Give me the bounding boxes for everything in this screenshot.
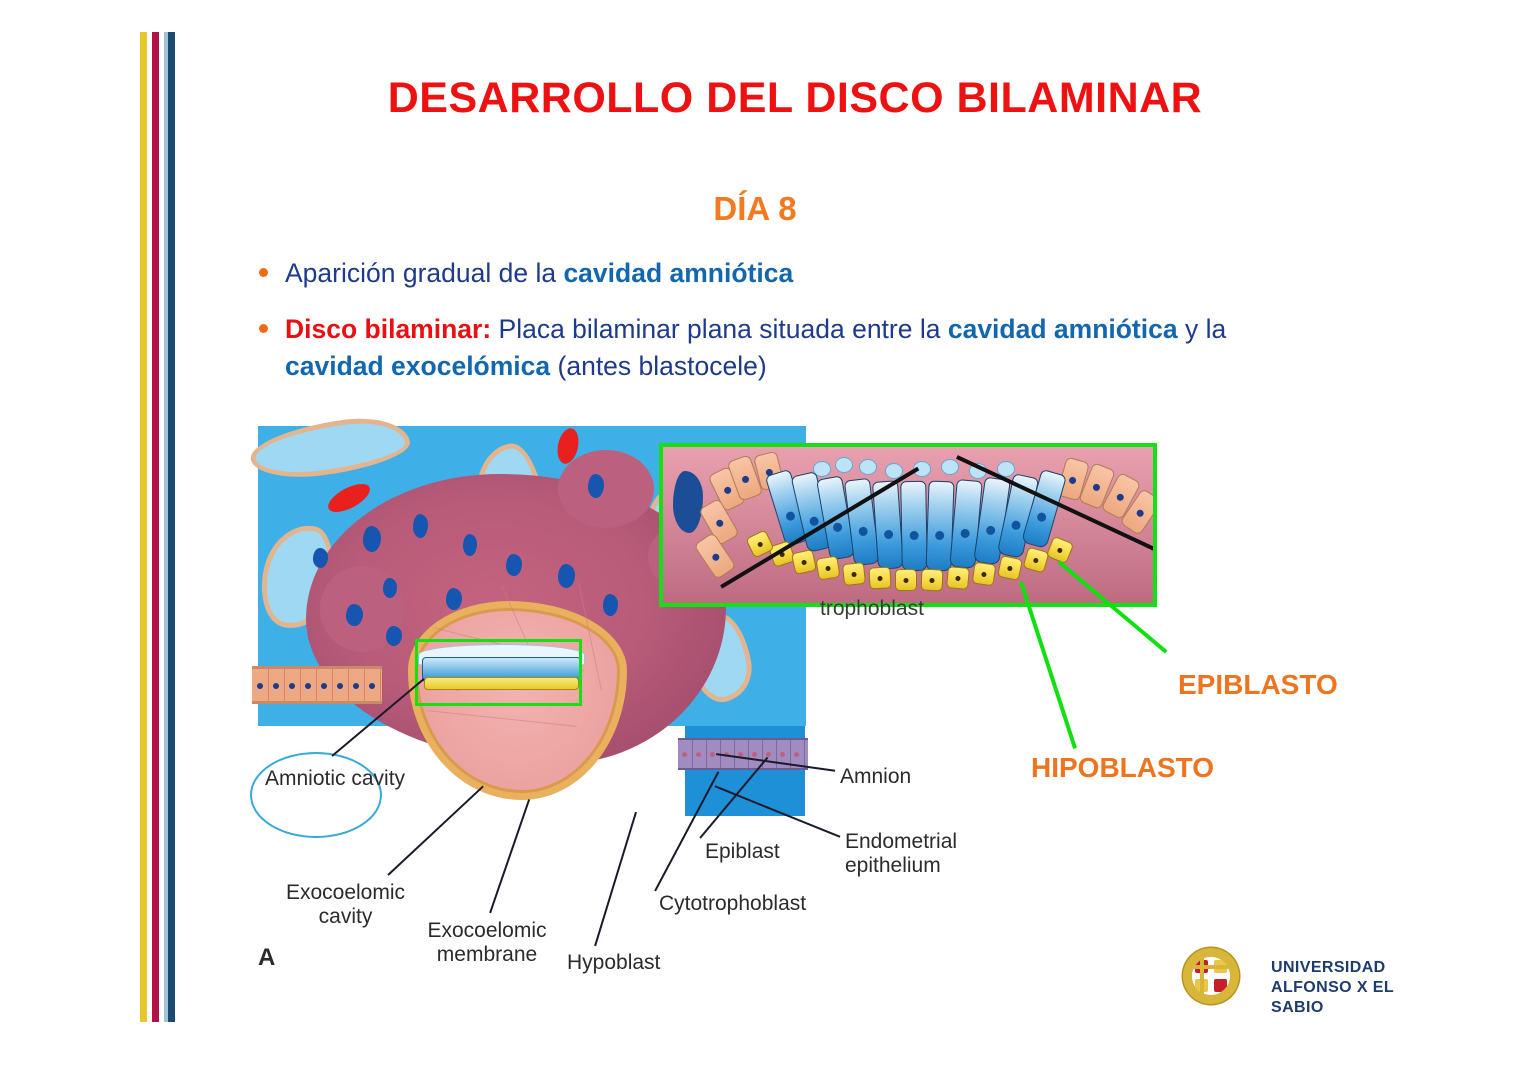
bullet-2-part-1: Placa bilaminar plana situada entre la bbox=[491, 313, 948, 344]
bullet-dot-icon bbox=[259, 268, 268, 277]
stripe-crimson bbox=[152, 32, 159, 1022]
decorative-side-stripes bbox=[140, 32, 180, 1022]
university-logo: UNIVERSIDAD ALFONSO X EL SABIO bbox=[1183, 948, 1423, 1016]
amnion-epithelium-row bbox=[678, 738, 808, 770]
figure-label-trophoblast-partial: trophoblast bbox=[820, 597, 924, 619]
label-hipoblasto: HIPOBLASTO bbox=[1031, 752, 1215, 783]
magnified-bilaminar-disc-inset bbox=[659, 443, 1157, 607]
endometrial-epithelium-row bbox=[252, 666, 382, 704]
trophoblastic-lacuna bbox=[386, 626, 402, 646]
exocoelomic-membrane-line2: membrane bbox=[436, 943, 538, 967]
crest-shield bbox=[1192, 957, 1230, 995]
bullet-1-part-1: cavidad amniótica bbox=[563, 258, 794, 288]
amnioblast-icon bbox=[813, 461, 831, 477]
amnioblast-icon bbox=[835, 457, 853, 473]
trophoblastic-lacuna bbox=[313, 548, 328, 568]
trophoblastic-lacuna bbox=[558, 564, 575, 588]
hypoblast-text: Hypoblast bbox=[567, 951, 661, 974]
trophoblastic-lacuna bbox=[383, 578, 397, 598]
stripe-gap-2 bbox=[159, 32, 164, 1022]
trophoblastic-lacuna bbox=[446, 588, 462, 610]
bullet-item-1: Aparición gradual de la cavidad amniótic… bbox=[253, 255, 1293, 293]
trophoblastic-lacuna bbox=[673, 471, 703, 533]
exocoelomic-cavity-line2: cavity bbox=[318, 905, 373, 929]
bullet-item-2: Disco bilaminar: Placa bilaminar plana s… bbox=[253, 311, 1293, 386]
bullet-1-part-0: Aparición gradual de la bbox=[285, 258, 564, 288]
trophoblastic-lacuna bbox=[506, 554, 522, 576]
exocoelomic-cavity-leader bbox=[387, 785, 484, 876]
logo-line-1: UNIVERSIDAD bbox=[1271, 959, 1386, 976]
trophoblastic-lacuna bbox=[346, 604, 363, 626]
stripe-light-blue bbox=[164, 32, 168, 1022]
exocoelomic-membrane-leader bbox=[489, 799, 530, 914]
bilaminar-disc bbox=[418, 644, 585, 692]
endometrial-epithelium-line1: Endometrial bbox=[845, 830, 958, 853]
bullet-dot-icon bbox=[259, 323, 268, 333]
amniotic-cavity-highlight-ellipse bbox=[250, 752, 382, 838]
amnion-text: Amnion bbox=[840, 765, 912, 788]
bullet-2-part-4: cavidad exocelómica bbox=[285, 351, 551, 382]
exocoelomic-membrane-line1: Exocoelomic bbox=[427, 919, 547, 942]
epiblast-cell bbox=[900, 480, 928, 572]
trophoblastic-lacuna bbox=[363, 526, 381, 552]
stripe-dark-blue bbox=[168, 32, 175, 1022]
amnioblast-icon bbox=[859, 459, 877, 475]
hypoblast-leader bbox=[594, 811, 637, 947]
figure-label-exocoelomic-membrane: Exocoelomic membrane bbox=[412, 919, 562, 968]
slide-subtitle: DÍA 8 bbox=[713, 190, 797, 227]
endometrial-epithelium-line2: epithelium bbox=[845, 854, 941, 878]
stripe-gap-1 bbox=[147, 32, 152, 1022]
hypoblast-cell bbox=[895, 569, 917, 591]
amniotic-cavity-text: Amniotic cavity bbox=[265, 767, 406, 790]
bullet-text-1: Aparición gradual de la cavidad amniótic… bbox=[285, 255, 1293, 293]
bullet-2-part-2: cavidad amniótica bbox=[947, 313, 1178, 344]
magnification-region-box bbox=[415, 639, 582, 706]
figure-panel-letter: A bbox=[258, 944, 276, 971]
hypoblast-cell bbox=[996, 554, 1024, 582]
hypoblast-cell bbox=[920, 568, 944, 592]
hypoblast-cell bbox=[946, 566, 970, 590]
figure-label-epiblast: Epiblast bbox=[705, 840, 780, 864]
hypoblast-cell bbox=[815, 555, 841, 581]
crest-cross-horizontal bbox=[1192, 965, 1230, 969]
syncytiotrophoblast-lobe bbox=[558, 450, 654, 528]
amnioblast-icon bbox=[885, 463, 903, 479]
hypoblast-cell bbox=[868, 566, 892, 590]
figure-label-amniotic-cavity: Amniotic cavity bbox=[265, 767, 405, 791]
trophoblastic-lacuna bbox=[588, 474, 604, 498]
logo-line-2: ALFONSO X EL SABIO bbox=[1271, 979, 1394, 1016]
bullet-2-part-0: Disco bilaminar: bbox=[285, 313, 492, 344]
bullet-2-part-5: (antes blastocele) bbox=[550, 351, 767, 382]
hypoblast-cell bbox=[790, 548, 818, 576]
label-epiblasto: EPIBLASTO bbox=[1178, 669, 1338, 700]
figure-label-endometrial-epithelium: Endometrial epithelium bbox=[845, 830, 957, 879]
figure-label-exocoelomic-cavity: Exocoelomic cavity bbox=[273, 881, 418, 930]
bullet-text-2: Disco bilaminar: Placa bilaminar plana s… bbox=[285, 311, 1293, 386]
trophoblastic-lacuna bbox=[413, 514, 428, 538]
slide-title: DESARROLLO DEL DISCO BILAMINAR bbox=[387, 74, 1203, 122]
figure-label-hypoblast: Hypoblast bbox=[567, 951, 660, 975]
trophoblastic-lacuna bbox=[603, 594, 618, 616]
stripe-yellow bbox=[140, 32, 147, 1022]
exocoelomic-cavity-line1: Exocoelomic bbox=[285, 881, 406, 904]
hypoblast-cell bbox=[971, 561, 997, 587]
amnioblast-icon bbox=[941, 459, 959, 475]
trophoblastic-lacuna bbox=[463, 534, 477, 556]
university-crest-icon bbox=[1183, 948, 1239, 1004]
bullet-list: Aparición gradual de la cavidad amniótic… bbox=[253, 255, 1293, 404]
hypoblast-cell bbox=[841, 561, 867, 587]
figure-label-cytotrophoblast: Cytotrophoblast bbox=[659, 892, 806, 916]
bullet-2-part-3: y la bbox=[1177, 313, 1227, 344]
crest-cross-vertical bbox=[1200, 957, 1204, 995]
epiblast-text: Epiblast bbox=[705, 840, 780, 863]
university-logo-text: UNIVERSIDAD ALFONSO X EL SABIO bbox=[1271, 958, 1423, 1018]
cytotrophoblast-text: Cytotrophoblast bbox=[659, 892, 807, 915]
amnioblast-icon bbox=[997, 461, 1015, 477]
figure-label-amnion: Amnion bbox=[840, 765, 911, 789]
